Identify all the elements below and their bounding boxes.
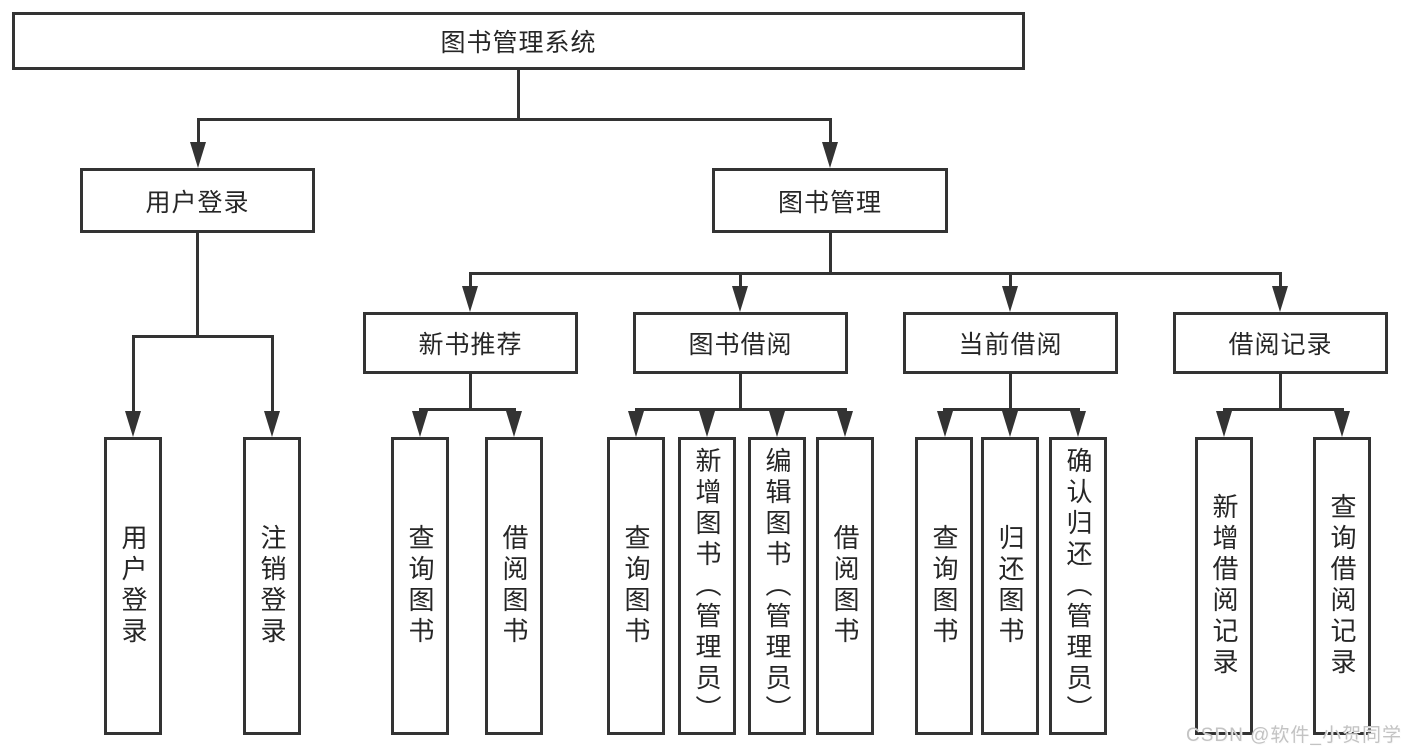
leaf-edit-book-admin: 编辑图书（管理员）: [748, 437, 806, 735]
leaf-add-borrow-record: 新增借阅记录: [1195, 437, 1253, 735]
arrow-to-new-book-recommend: [462, 286, 478, 312]
connector-recommend-bus: [418, 408, 516, 411]
leaf-user-login-label: 用户登录: [118, 524, 148, 648]
leaf-query-books-3: 查询图书: [915, 437, 973, 735]
leaf-return-books: 归还图书: [981, 437, 1039, 735]
leaf-add-book-admin: 新增图书（管理员）: [678, 437, 736, 735]
arrow-to-leaf-query-books-3: [936, 411, 953, 437]
connector-login-leaf2-drop: [270, 335, 274, 415]
connector-level3-bus: [468, 272, 1282, 275]
leaf-query-books-1: 查询图书: [391, 437, 449, 735]
leaf-confirm-return-admin-label: 确认归还（管理员）: [1063, 446, 1093, 726]
node-book-management-label: 图书管理: [777, 188, 882, 217]
connector-login-bus: [131, 335, 274, 338]
connector-records-drop: [1278, 272, 1282, 290]
arrow-to-leaf-borrow-books-1: [506, 411, 522, 437]
connector-borrow-drop: [738, 272, 742, 290]
node-book-management: 图书管理: [712, 168, 948, 233]
connector-level2-bus: [197, 118, 832, 121]
arrow-to-leaf-query-books-1: [412, 411, 428, 437]
arrow-to-leaf-add-borrow-record: [1216, 411, 1232, 437]
connector-borrow-stem: [738, 374, 742, 408]
node-root-label: 图书管理系统: [440, 29, 597, 57]
node-new-book-recommend-label: 新书推荐: [418, 331, 523, 359]
node-new-book-recommend: 新书推荐: [363, 312, 578, 374]
leaf-borrow-books-1: 借阅图书: [485, 437, 543, 735]
leaf-query-borrow-record-label: 查询借阅记录: [1327, 493, 1357, 679]
arrow-to-book-borrow: [732, 286, 748, 312]
connector-login-leaf1-drop: [131, 335, 135, 415]
leaf-logout: 注销登录: [243, 437, 301, 735]
connector-records-bus: [1222, 408, 1344, 411]
arrow-to-leaf-return-books: [1002, 411, 1018, 437]
connector-borrow-bus: [634, 408, 847, 411]
connector-current-stem: [1008, 374, 1012, 408]
arrow-to-leaf-edit-book-admin: [769, 411, 785, 437]
connector-current-drop: [1008, 272, 1012, 290]
leaf-query-books-1-label: 查询图书: [405, 524, 435, 648]
leaf-query-books-3-label: 查询图书: [929, 524, 959, 648]
leaf-query-books-2: 查询图书: [607, 437, 665, 735]
connector-recommend-stem: [468, 374, 472, 408]
arrow-to-leaf-confirm-return-admin: [1070, 411, 1086, 437]
leaf-query-books-2-label: 查询图书: [621, 524, 651, 648]
connector-login-stem: [195, 233, 199, 335]
node-book-borrow-label: 图书借阅: [688, 331, 793, 359]
connector-management-drop: [828, 118, 832, 146]
connector-records-stem: [1278, 374, 1282, 408]
watermark-text: CSDN @软件_小贺同学: [1186, 725, 1402, 746]
leaf-add-borrow-record-label: 新增借阅记录: [1209, 493, 1239, 679]
leaf-logout-label: 注销登录: [257, 524, 287, 648]
arrow-to-leaf-add-book-admin: [699, 411, 715, 437]
arrow-to-leaf-user-login: [125, 411, 141, 437]
node-borrow-records-label: 借阅记录: [1228, 331, 1333, 359]
arrow-to-leaf-query-borrow-record: [1334, 411, 1350, 437]
leaf-user-login: 用户登录: [104, 437, 162, 735]
leaf-query-borrow-record: 查询借阅记录: [1313, 437, 1371, 735]
connector-management-stem: [828, 233, 832, 272]
leaf-borrow-books-2-label: 借阅图书: [830, 524, 860, 648]
arrow-to-borrow-records: [1272, 286, 1288, 312]
node-current-borrow: 当前借阅: [903, 312, 1118, 374]
leaf-borrow-books-1-label: 借阅图书: [499, 524, 529, 648]
node-borrow-records: 借阅记录: [1173, 312, 1388, 374]
leaf-return-books-label: 归还图书: [995, 524, 1025, 648]
connector-current-bus: [943, 408, 1080, 411]
arrow-to-user-login: [190, 142, 206, 168]
connector-root-stem: [517, 70, 520, 118]
arrow-to-leaf-query-books-2: [628, 411, 644, 437]
arrow-to-leaf-logout: [264, 411, 280, 437]
node-user-login-label: 用户登录: [145, 188, 250, 217]
arrow-to-current-borrow: [1002, 286, 1018, 312]
arrow-to-book-management: [822, 142, 838, 168]
leaf-add-book-admin-label: 新增图书（管理员）: [692, 446, 722, 726]
leaf-borrow-books-2: 借阅图书: [816, 437, 874, 735]
connector-recommend-drop: [468, 272, 472, 290]
node-current-borrow-label: 当前借阅: [958, 331, 1063, 359]
node-book-borrow: 图书借阅: [633, 312, 848, 374]
node-root: 图书管理系统: [12, 12, 1025, 70]
node-user-login: 用户登录: [80, 168, 315, 233]
connector-login-drop: [196, 118, 200, 146]
leaf-confirm-return-admin: 确认归还（管理员）: [1049, 437, 1107, 735]
arrow-to-leaf-borrow-books-2: [837, 411, 853, 437]
leaf-edit-book-admin-label: 编辑图书（管理员）: [762, 446, 792, 726]
